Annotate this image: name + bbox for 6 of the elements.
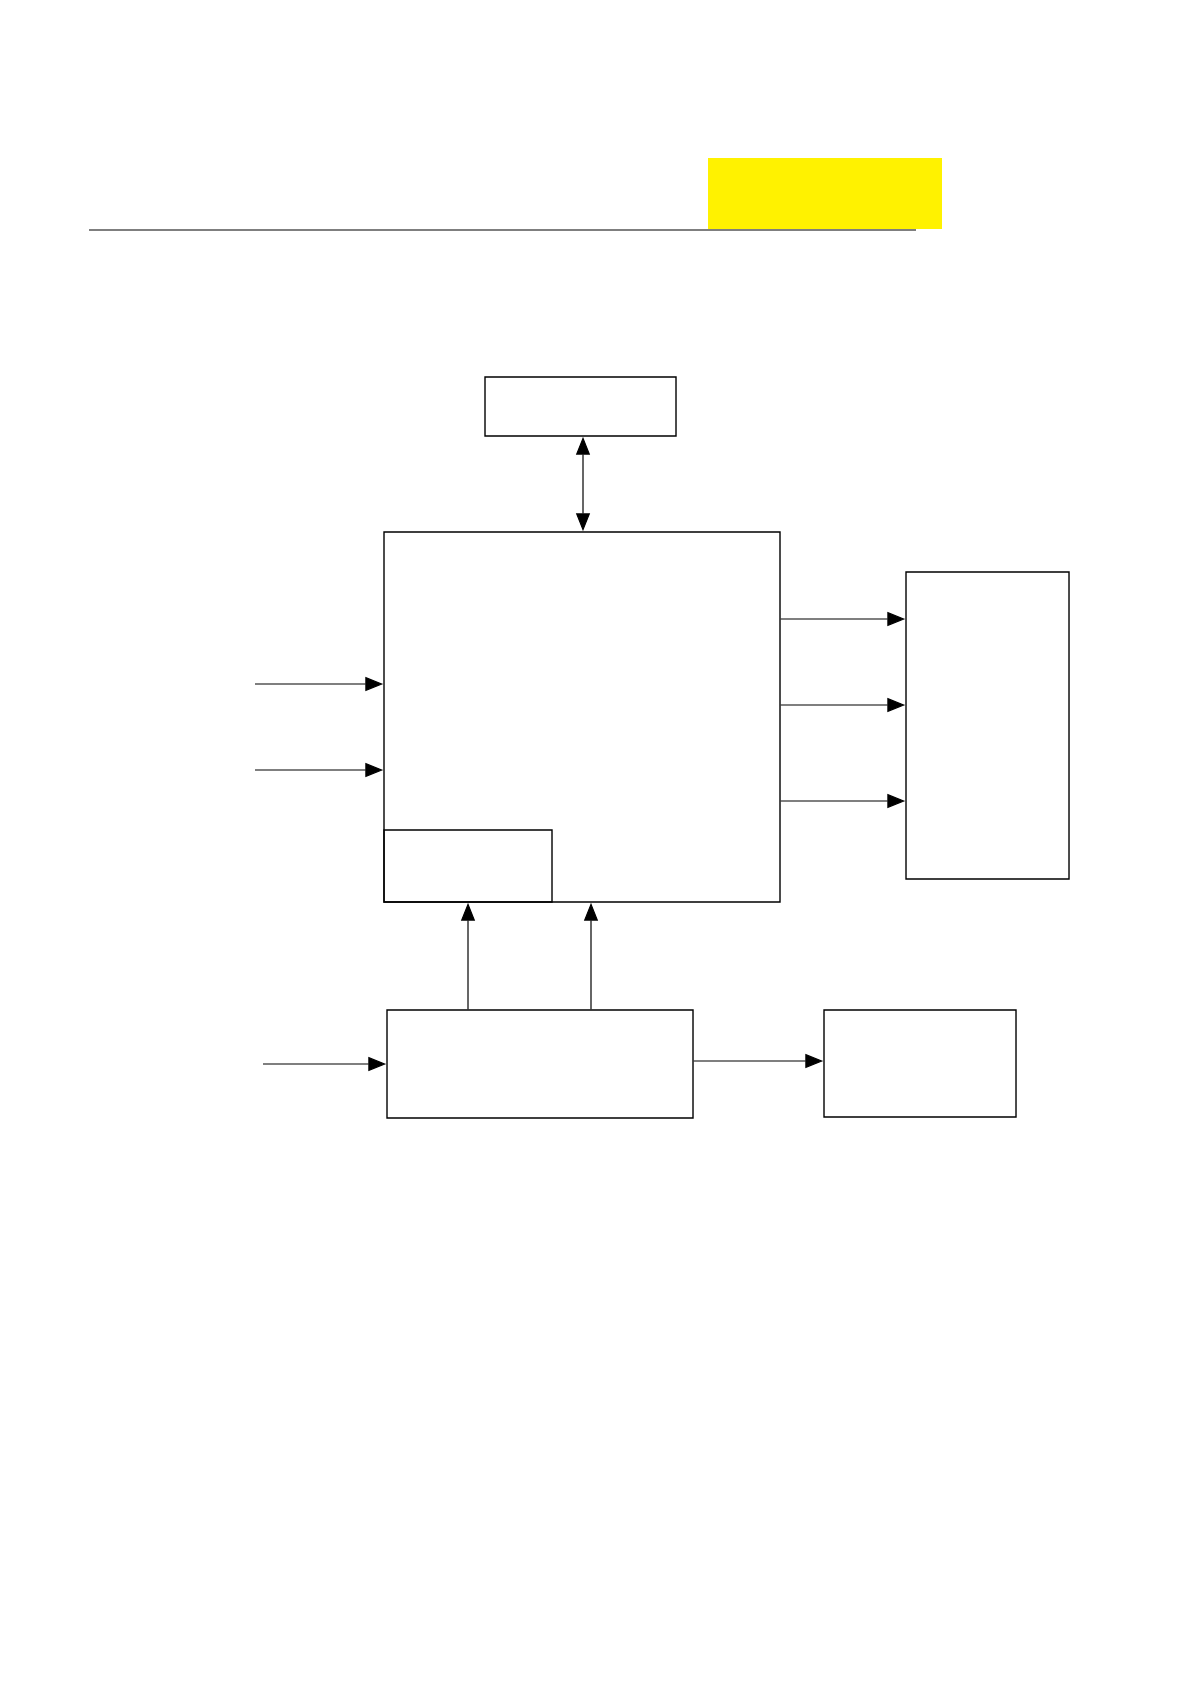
block-box <box>484 376 677 437</box>
block-box <box>383 531 781 903</box>
block-box <box>386 1009 694 1119</box>
block-box <box>905 571 1070 880</box>
block-box <box>383 829 553 903</box>
block-box <box>823 1009 1017 1118</box>
